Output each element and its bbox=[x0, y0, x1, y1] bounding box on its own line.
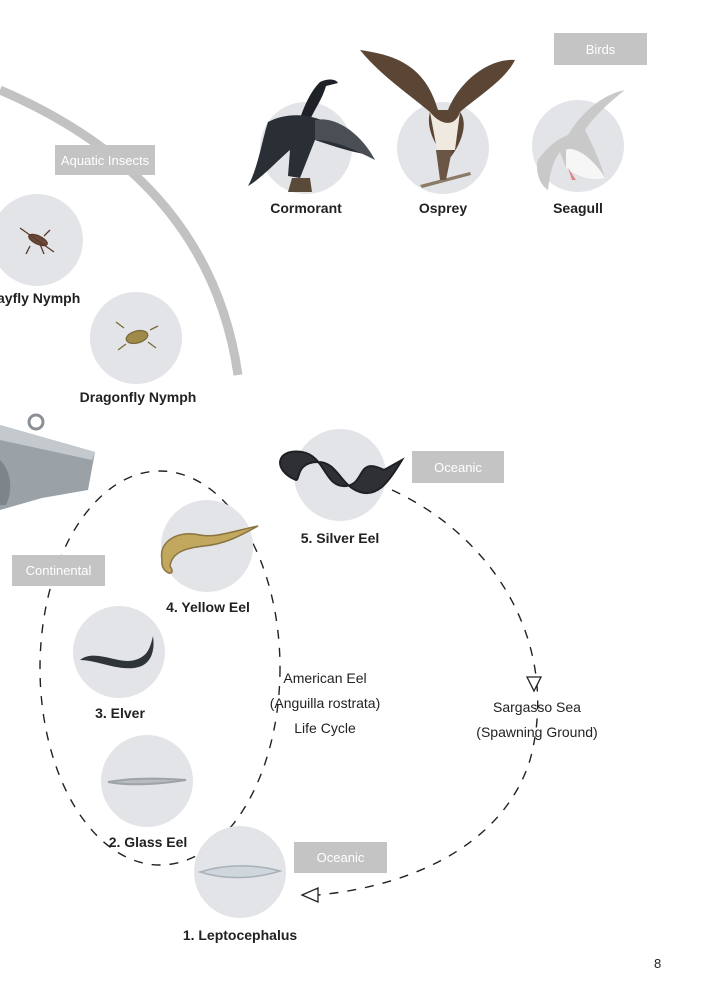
dragonfly-icon bbox=[115, 321, 159, 351]
osprey-icon bbox=[360, 50, 515, 188]
silver-eel-icon bbox=[279, 450, 405, 495]
label-stage-2: 2. Glass Eel bbox=[108, 834, 188, 850]
label-dragonfly-nymph: Dragonfly Nymph bbox=[79, 389, 197, 405]
label-stage-3: 3. Elver bbox=[95, 705, 145, 721]
yellow-eel-icon bbox=[160, 525, 259, 574]
center-line-2: (Anguilla rostrata) bbox=[269, 695, 381, 711]
label-stage-4: 4. Yellow Eel bbox=[166, 599, 250, 615]
label-seagull: Seagull bbox=[553, 200, 603, 216]
dam-structure-icon bbox=[0, 413, 95, 510]
page-number: 8 bbox=[654, 956, 662, 971]
leptocephalus-icon bbox=[197, 865, 283, 879]
seagull-icon bbox=[537, 90, 625, 190]
spawning-ground-label: Sargasso Sea (Spawning Ground) bbox=[462, 695, 612, 745]
label-stage-1: 1. Leptocephalus bbox=[182, 927, 298, 943]
label-osprey: Osprey bbox=[418, 200, 468, 216]
center-line-3: Life Cycle bbox=[294, 720, 356, 736]
tag-birds: Birds bbox=[554, 33, 647, 65]
elver-circle bbox=[73, 606, 165, 698]
label-stage-5: 5. Silver Eel bbox=[300, 530, 380, 546]
center-line-1: American Eel bbox=[283, 670, 367, 686]
arrow-down-icon bbox=[525, 676, 543, 693]
mayfly-icon bbox=[19, 227, 55, 255]
tag-aquatic-insects: Aquatic Insects bbox=[55, 145, 155, 175]
spawning-line-2: (Spawning Ground) bbox=[476, 724, 598, 740]
insect-zone-arc bbox=[0, 85, 243, 376]
elver-icon bbox=[80, 636, 154, 669]
cormorant-icon bbox=[248, 79, 375, 192]
diagram-center-title: American Eel (Anguilla rostrata) Life Cy… bbox=[245, 666, 405, 741]
tag-continental: Continental bbox=[12, 555, 105, 586]
oceanic-migration-path bbox=[317, 489, 539, 896]
continental-loop bbox=[39, 470, 281, 866]
tag-oceanic-top: Oceanic bbox=[412, 451, 504, 483]
label-cormorant: Cormorant bbox=[270, 200, 342, 216]
tag-oceanic-bottom: Oceanic bbox=[294, 842, 387, 873]
arrow-left-icon bbox=[300, 887, 319, 903]
spawning-line-1: Sargasso Sea bbox=[493, 699, 581, 715]
glass-eel-icon bbox=[107, 777, 187, 786]
label-mayfly-nymph: ayfly Nymph bbox=[0, 290, 81, 306]
